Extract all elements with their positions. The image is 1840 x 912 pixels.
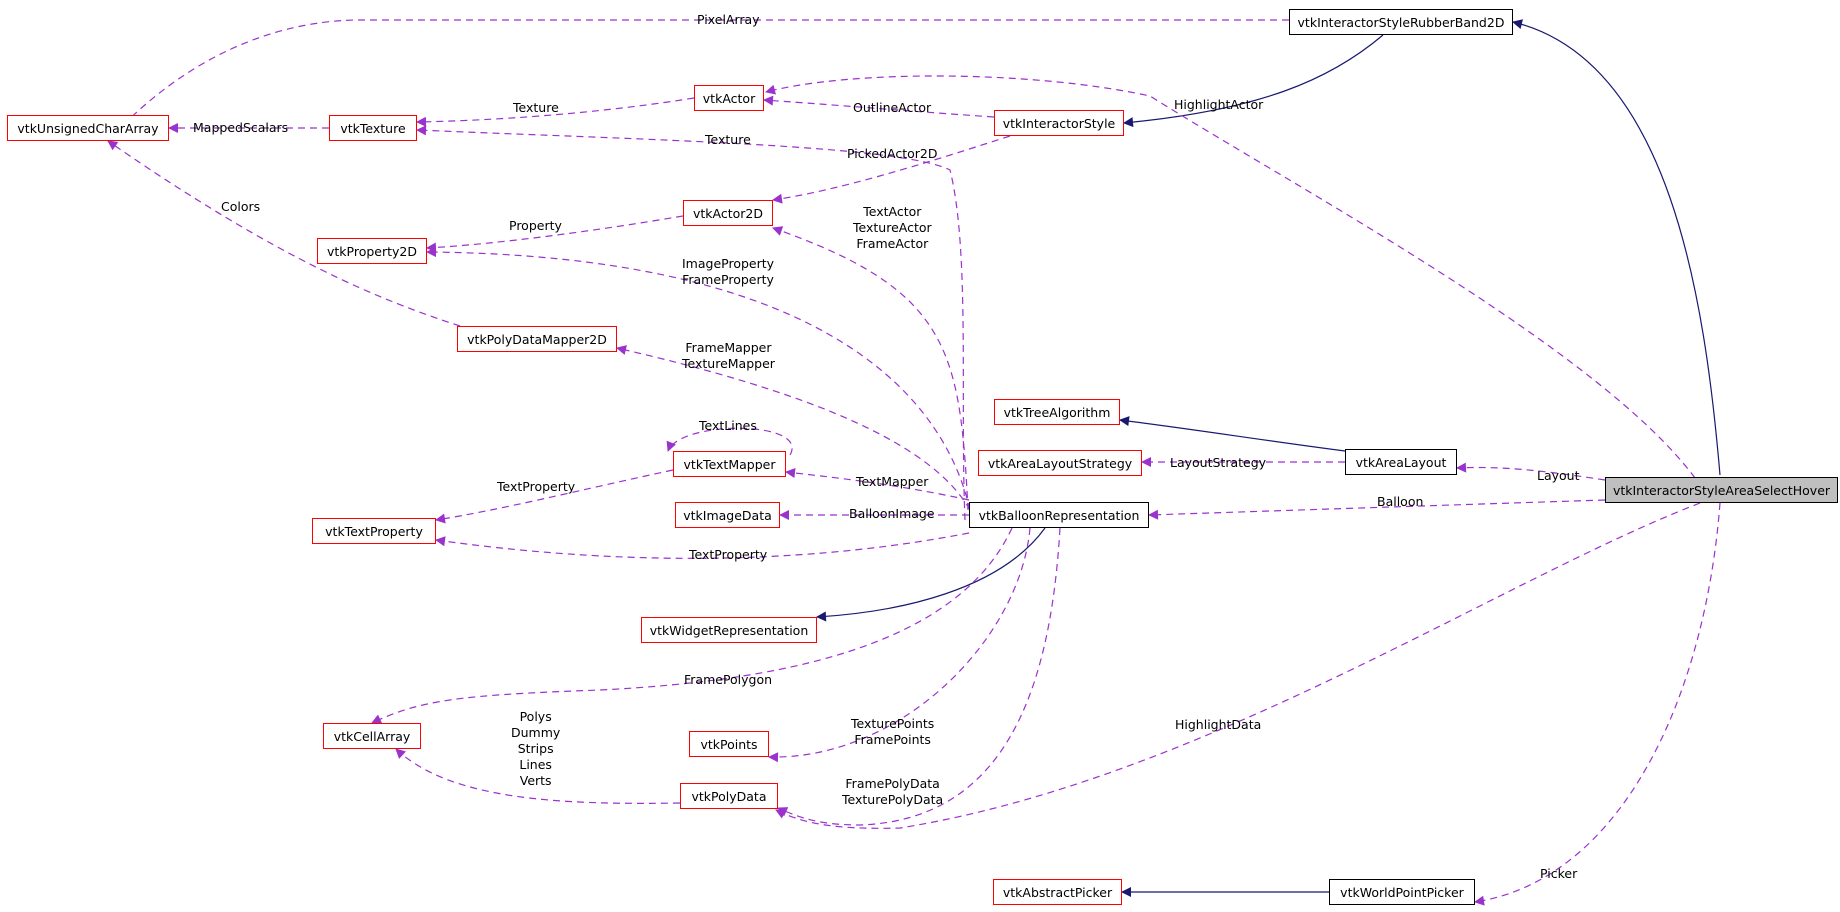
node-arealayoutstrategy[interactable]: vtkAreaLayoutStrategy: [978, 450, 1142, 476]
edge-label-textproperty1: TextProperty: [497, 479, 576, 494]
node-treealgo[interactable]: vtkTreeAlgorithm: [994, 399, 1120, 425]
edge-label-mappedscalars: MappedScalars: [193, 120, 289, 135]
edge-label-textproperty2: TextProperty: [689, 547, 768, 562]
edge-inherit-interactorstyle: [1123, 34, 1384, 128]
edge-textlines: [666, 427, 793, 456]
edge-label-layout: Layout: [1537, 468, 1580, 483]
node-imagedata[interactable]: vtkImageData: [675, 502, 780, 528]
edge-label-textlines: TextLines: [699, 418, 757, 433]
edge-label-imageprops: ImageProperty FrameProperty: [682, 256, 775, 287]
edge-texture-actor: [416, 97, 695, 127]
node-uchar[interactable]: vtkUnsignedCharArray: [7, 115, 169, 141]
node-actor[interactable]: vtkActor: [694, 85, 764, 111]
node-pdmapper2d[interactable]: vtkPolyDataMapper2D: [457, 326, 617, 352]
edge-label-property: Property: [509, 218, 562, 233]
edge-inherit-treealgorithm: [1119, 416, 1346, 452]
edge-label-layoutstrategy: LayoutStrategy: [1170, 455, 1267, 470]
edge-framepolydata: [777, 527, 1061, 826]
edge-label-texture1: Texture: [513, 100, 559, 115]
edge-label-texturepoints: TexturePoints FramePoints: [851, 716, 935, 747]
edge-pickedactor2d: [772, 135, 1011, 204]
node-widgetrep[interactable]: vtkWidgetRepresentation: [641, 617, 817, 643]
edge-label-texture2: Texture: [705, 132, 751, 147]
node-istyle[interactable]: vtkInteractorStyle: [994, 110, 1124, 136]
edge-label-cellarrays: Polys Dummy Strips Lines Verts: [511, 709, 561, 788]
edge-label-framepolydata: FramePolyData TexturePolyData: [842, 776, 944, 807]
edge-textproperty1: [435, 469, 674, 524]
node-textprop[interactable]: vtkTextProperty: [312, 518, 436, 544]
edge-label-framepolygon: FramePolygon: [684, 672, 773, 687]
edge-highlightactor: [765, 75, 1696, 479]
edge-label-outlineactor: OutlineActor: [853, 100, 932, 115]
edge-label-balloonlbl: Balloon: [1377, 494, 1424, 509]
node-textmapper[interactable]: vtkTextMapper: [673, 451, 786, 477]
edge-textmapper: [785, 468, 970, 501]
edge-inherit-rubberband: [1512, 19, 1721, 476]
edge-label-balloonimage: BalloonImage: [849, 506, 935, 521]
edge-cellarrays: [395, 748, 681, 804]
node-texture[interactable]: vtkTexture: [329, 115, 417, 141]
node-actor2d[interactable]: vtkActor2D: [683, 200, 773, 226]
edge-framepolygon: [371, 527, 1013, 724]
edge-label-highlightactor: HighlightActor: [1174, 97, 1264, 112]
edge-label-picker: Picker: [1540, 866, 1578, 881]
node-worldpicker[interactable]: vtkWorldPointPicker: [1329, 879, 1475, 905]
edge-texturepoints: [768, 527, 1031, 763]
edge-pixelarray: [107, 19, 1289, 142]
node-rubberband[interactable]: vtkInteractorStyleRubberBand2D: [1289, 9, 1513, 35]
edge-label-framemappers: FrameMapper TextureMapper: [682, 340, 775, 371]
edge-imageprops: [426, 247, 971, 511]
edge-label-pickedactor2d: PickedActor2D: [847, 146, 938, 161]
edge-label-textmapperlbl: TextMapper: [856, 474, 929, 489]
node-prop2d[interactable]: vtkProperty2D: [317, 238, 427, 264]
edge-balloon: [1148, 499, 1606, 520]
edge-outlineactor: [763, 95, 995, 118]
edge-picker: [1474, 502, 1721, 906]
node-main[interactable]: vtkInteractorStyleAreaSelectHover: [1605, 477, 1838, 503]
edge-texture-balloon: [416, 125, 966, 521]
edge-inherit-widgetrep: [816, 527, 1046, 622]
node-balloon[interactable]: vtkBalloonRepresentation: [969, 502, 1149, 528]
edge-textproperty2: [435, 532, 970, 559]
node-abspicker[interactable]: vtkAbstractPicker: [993, 879, 1122, 905]
edge-label-highlightdata: HighlightData: [1175, 717, 1262, 732]
node-points[interactable]: vtkPoints: [689, 731, 769, 757]
edge-property: [426, 215, 684, 253]
edge-highlightdata: [775, 502, 1701, 829]
edge-label-textactors: TextActor TextureActor FrameActor: [853, 204, 932, 251]
edge-label-colors: Colors: [221, 199, 261, 214]
node-polydata[interactable]: vtkPolyData: [680, 783, 778, 809]
edge-label-pixelarray: PixelArray: [697, 12, 760, 27]
node-arealayout[interactable]: vtkAreaLayout: [1345, 449, 1457, 475]
node-cellarray[interactable]: vtkCellArray: [323, 723, 421, 749]
edge-textactors: [772, 226, 969, 511]
edge-layout: [1456, 462, 1606, 481]
